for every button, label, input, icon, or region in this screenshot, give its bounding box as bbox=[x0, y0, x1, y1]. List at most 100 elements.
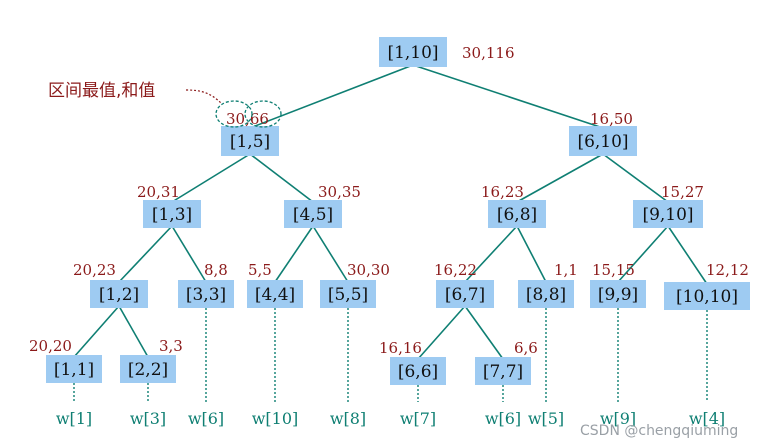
node-interval-label: [1,1] bbox=[54, 360, 94, 380]
tree-edge bbox=[274, 225, 314, 283]
tree-edge bbox=[667, 225, 708, 285]
leaf-lines-layer: w[1]w[3]w[6]w[10]w[8]w[7]w[6]w[5]w[9]w[4… bbox=[56, 308, 725, 428]
tree-node: [5,5]30,30 bbox=[320, 261, 390, 308]
leaf-weight-label: w[7] bbox=[400, 409, 436, 428]
tree-edge bbox=[118, 305, 149, 358]
sum-highlight-ellipse bbox=[244, 100, 282, 128]
node-value-label: 15,27 bbox=[661, 183, 704, 201]
tree-node: [1,3] 20,31 bbox=[137, 183, 201, 228]
node-interval-label: [3,3] bbox=[186, 285, 226, 305]
node-value-label: 30,116 bbox=[462, 44, 515, 62]
tree-node: [2,2] 3,3 bbox=[120, 337, 183, 383]
node-value-label: 6,6 bbox=[514, 339, 538, 357]
tree-node: [7,7] 6,6 bbox=[475, 339, 538, 385]
node-interval-label: [9,9] bbox=[598, 285, 638, 305]
node-value-label: 16,23 bbox=[481, 183, 524, 201]
node-interval-label: [9,10] bbox=[642, 205, 693, 225]
leaf-weight-label: w[3] bbox=[130, 409, 166, 428]
tree-node: [3,3] 8,8 bbox=[178, 261, 234, 308]
tree-edge bbox=[602, 153, 669, 203]
node-interval-label: [1,3] bbox=[152, 205, 192, 225]
leaf-weight-label: w[4] bbox=[689, 409, 725, 428]
max-highlight-ellipse bbox=[215, 100, 253, 128]
node-value-label: 12,12 bbox=[706, 261, 749, 279]
node-box bbox=[320, 280, 376, 308]
node-box bbox=[90, 280, 148, 308]
node-box bbox=[178, 280, 234, 308]
node-box bbox=[436, 280, 494, 308]
node-value-label: 30,35 bbox=[318, 183, 361, 201]
tree-node: [6,8]16,23 bbox=[481, 183, 546, 228]
tree-node: [8,8] 1,1 bbox=[518, 261, 578, 308]
node-interval-label: [10,10] bbox=[676, 287, 738, 307]
annotation: 区间最值,和值 bbox=[48, 81, 282, 128]
tree-node: [4,5] 30,35 bbox=[284, 183, 361, 228]
watermark: CSDN @chengqiuming bbox=[580, 423, 738, 439]
tree-edge bbox=[249, 64, 414, 129]
node-interval-label: [1,5] bbox=[230, 132, 270, 152]
edges-layer bbox=[73, 64, 708, 360]
node-interval-label: [7,7] bbox=[483, 362, 523, 382]
leaf-weight-label: w[8] bbox=[330, 409, 366, 428]
tree-node: [4,4] 5,5 bbox=[247, 261, 303, 308]
node-value-label: 20,31 bbox=[137, 183, 180, 201]
node-interval-label: [1,2] bbox=[99, 285, 139, 305]
tree-node: [1,10] 30,116 bbox=[379, 37, 515, 67]
node-interval-label: [4,5] bbox=[293, 205, 333, 225]
annotation-pointer bbox=[185, 89, 223, 105]
node-box bbox=[633, 200, 703, 228]
node-value-label: 16,22 bbox=[434, 261, 477, 279]
node-box bbox=[664, 282, 750, 310]
node-box bbox=[143, 200, 201, 228]
leaf-weight-label: w[1] bbox=[56, 409, 92, 428]
nodes-layer: [1,10] 30,116 [1,5]30,66 [6,10]16,50 [1,3] 20… bbox=[29, 37, 750, 385]
leaf-weight-label: w[6] bbox=[485, 409, 521, 428]
tree-node: [1,5]30,66 bbox=[221, 110, 279, 156]
node-interval-label: [5,5] bbox=[328, 285, 368, 305]
node-value-label: 20,23 bbox=[73, 261, 116, 279]
node-value-label: 3,3 bbox=[159, 337, 183, 355]
tree-edge bbox=[312, 225, 349, 283]
tree-edge bbox=[249, 153, 314, 203]
tree-node: [6,6]16,16 bbox=[379, 339, 446, 385]
node-value-label: 5,5 bbox=[248, 261, 272, 279]
leaf-weight-label: w[6] bbox=[188, 409, 224, 428]
node-box bbox=[379, 37, 447, 67]
node-box bbox=[569, 126, 637, 156]
node-value-label: 20,20 bbox=[29, 337, 72, 355]
tree-edge bbox=[464, 225, 518, 283]
tree-edge bbox=[171, 225, 207, 283]
tree-edge bbox=[412, 64, 604, 129]
node-box bbox=[284, 200, 342, 228]
tree-edge bbox=[417, 305, 466, 360]
tree-node: [6,10]16,50 bbox=[569, 110, 637, 156]
tree-edge bbox=[516, 153, 604, 203]
node-value-label: 16,16 bbox=[379, 339, 422, 357]
node-box bbox=[120, 355, 176, 383]
tree-edge bbox=[73, 305, 120, 358]
tree-node: [1,1] 20,20 bbox=[29, 337, 102, 383]
tree-node: [1,2] 20,23 bbox=[73, 261, 148, 308]
node-value-label: 15,15 bbox=[592, 261, 635, 279]
tree-edge bbox=[118, 225, 173, 283]
tree-edge bbox=[171, 153, 251, 203]
node-box bbox=[590, 280, 646, 308]
tree-node: [9,10] 15,27 bbox=[633, 183, 704, 228]
node-interval-label: [8,8] bbox=[526, 285, 566, 305]
node-box bbox=[475, 357, 531, 385]
node-box bbox=[221, 126, 279, 156]
node-value-label: 1,1 bbox=[554, 261, 578, 279]
leaf-weight-label: w[10] bbox=[252, 409, 299, 428]
leaf-weight-label: w[9] bbox=[600, 409, 636, 428]
node-box bbox=[46, 355, 102, 383]
node-interval-label: [4,4] bbox=[255, 285, 295, 305]
node-interval-label: [2,2] bbox=[128, 360, 168, 380]
tree-edge bbox=[617, 225, 669, 283]
node-box bbox=[247, 280, 303, 308]
node-interval-label: [6,10] bbox=[577, 132, 628, 152]
tree-node: [6,7]16,22 bbox=[434, 261, 494, 308]
annotation-text: 区间最值,和值 bbox=[48, 81, 155, 101]
node-value-label: 8,8 bbox=[204, 261, 228, 279]
node-interval-label: [1,10] bbox=[387, 43, 438, 63]
